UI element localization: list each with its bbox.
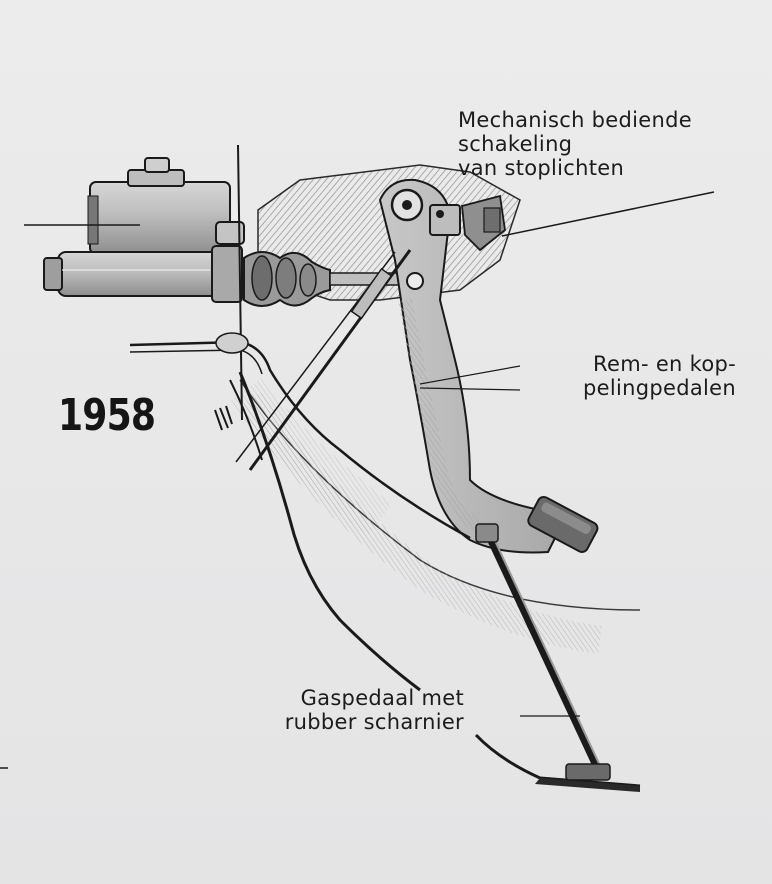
accelerator-assembly xyxy=(214,371,641,792)
stoplight-label-line-2: schakeling xyxy=(458,132,573,156)
linkage-rods xyxy=(129,249,471,540)
year-label: 1958 xyxy=(58,390,156,441)
stoplight-label-line-1: Mechanisch bediende xyxy=(458,108,692,132)
pedals-label-line-1: Rem- en kop- xyxy=(593,352,736,376)
accelerator-label-line-1: Gaspedaal met xyxy=(300,686,464,710)
master-cylinder xyxy=(24,157,245,303)
pedals-label-line-2: pelingpedalen xyxy=(583,376,736,400)
stoplight-switch-label: Mechanisch bediende schakeling van stopl… xyxy=(458,108,692,180)
stoplight-label-line-3: van stoplichten xyxy=(458,156,625,180)
brake-clutch-pedal xyxy=(378,178,599,554)
leader-lines xyxy=(0,191,715,769)
accelerator-label-line-2: rubber scharnier xyxy=(284,710,464,734)
stoplight-switch xyxy=(429,194,506,252)
accelerator-label: Gaspedaal met rubber scharnier xyxy=(285,686,464,734)
pedals-label: Rem- en kop- pelingpedalen xyxy=(583,352,736,400)
